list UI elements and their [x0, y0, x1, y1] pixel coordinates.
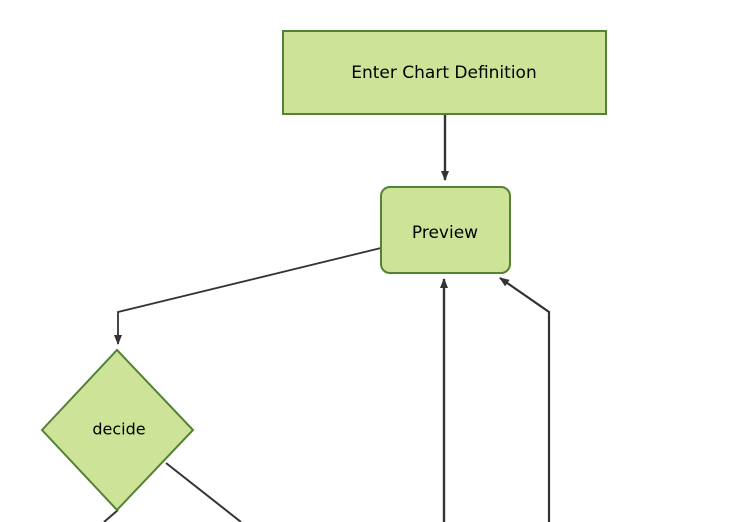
- edge-decide-right-out: [165, 462, 242, 522]
- edge-right-to-preview: [499, 277, 551, 522]
- node-enter-chart-definition-label: Enter Chart Definition: [351, 63, 536, 83]
- node-preview[interactable]: Preview: [380, 186, 511, 274]
- edge-layer: [103, 114, 551, 522]
- node-decide-shape[interactable]: [40, 348, 195, 512]
- edge-preview-to-decide: [114, 247, 382, 345]
- node-enter-chart-definition-shape[interactable]: [282, 30, 607, 115]
- edge-decide-bottom-out: [103, 509, 119, 522]
- node-preview-shape[interactable]: [380, 186, 511, 274]
- node-decide-label: decide: [92, 420, 145, 439]
- node-enter-chart-definition[interactable]: Enter Chart Definition: [282, 30, 607, 115]
- node-preview-label: Preview: [412, 223, 478, 243]
- node-decide[interactable]: decide: [40, 348, 195, 512]
